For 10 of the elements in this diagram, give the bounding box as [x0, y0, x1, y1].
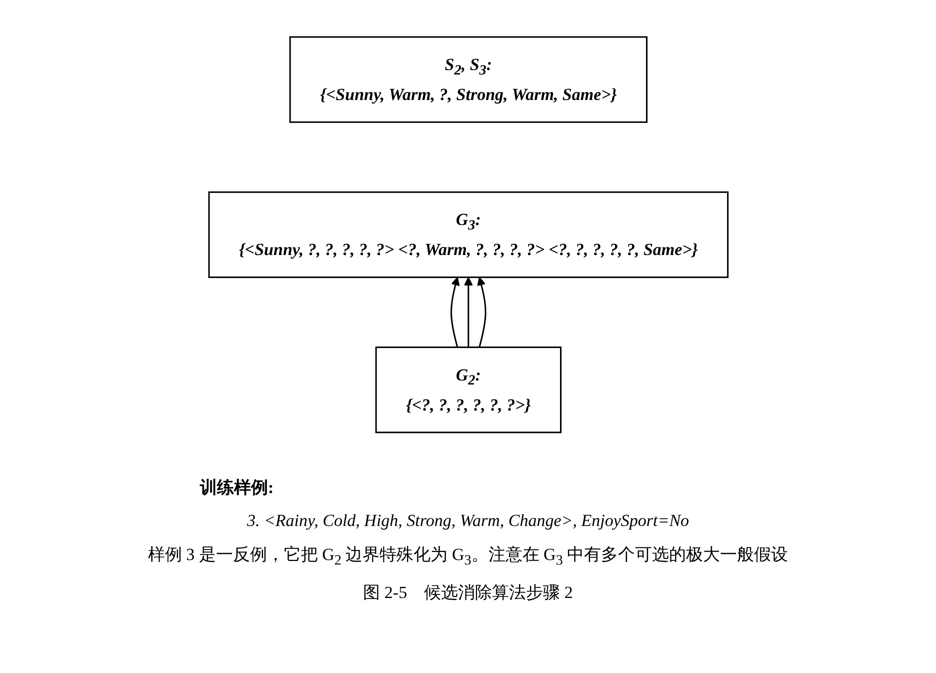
- arrow: [464, 277, 472, 348]
- node-box: G$_{2}$: {<?, ?, ?, ?, ?, ?>}: [374, 346, 562, 434]
- arrow: [476, 277, 486, 348]
- node-box: G$_{3}$: {<Sunny, ?, ?, ?, ?, ?> <?, Warm, ?, ?, ?, ?> <?, ?, ?, ?, ?, Same>}: [208, 192, 728, 278]
- training-example: 3. <Rainy, Cold, High, Strong, Warm, Change>, EnjoySport=No: [246, 511, 690, 531]
- node-box: S$_{2}$, S$_{3}$: {<Sunny, Warm, ?, Strong, Warm, Same>}: [288, 36, 648, 124]
- arrow: [450, 277, 460, 348]
- section-heading: 训练样例:: [200, 477, 274, 499]
- note-text: 样例 3 是一反例，它把 G$_{2}$ 边界特殊化为 G$_{3}$。注意在 G$_{3}$ 中有多个可选的极大一般假设: [148, 544, 788, 570]
- figure-caption: 图 2-5 候选消除算法步骤 2: [363, 582, 573, 604]
